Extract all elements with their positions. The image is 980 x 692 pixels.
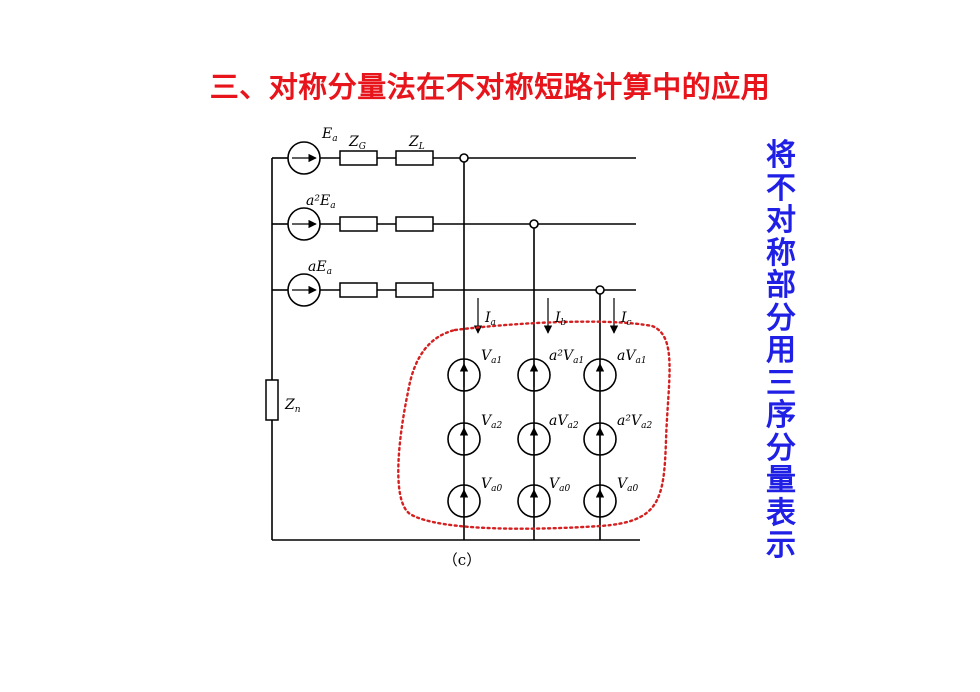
- label-va1-c: aVa1: [617, 348, 647, 366]
- zn-resistor: [265, 379, 279, 421]
- zl-resistor: [395, 150, 434, 166]
- zg-resistor: [339, 150, 378, 166]
- label-va2-b: aVa2: [549, 413, 579, 431]
- node-c: [595, 285, 605, 295]
- zg-resistor-c: [339, 282, 378, 298]
- label-ic: Ic: [620, 310, 632, 328]
- label-zn: Zn: [284, 397, 301, 415]
- source-va1-a: [447, 358, 481, 392]
- label-zg: ZG: [348, 134, 366, 152]
- label-va0-a: Va0: [481, 476, 502, 494]
- unsymmetric-boundary: [397, 320, 671, 530]
- source-va0-c: [583, 484, 617, 518]
- label-va1-b: a²Va1: [549, 348, 584, 366]
- zl-resistor-b: [395, 216, 434, 232]
- sequence-sources: [447, 358, 617, 518]
- side-note: 将不对称部分用三序分量表示: [766, 138, 796, 563]
- source-va2-b: [517, 422, 551, 456]
- figure-caption: （c）: [443, 551, 481, 569]
- source-va1-c: [583, 358, 617, 392]
- source-va0-b: [517, 484, 551, 518]
- label-va2-a: Va2: [481, 413, 502, 431]
- label-ia: Ia: [484, 310, 496, 328]
- label-va0-b: Va0: [549, 476, 570, 494]
- source-va0-a: [447, 484, 481, 518]
- label-va0-c: Va0: [617, 476, 638, 494]
- label-zl: ZL: [408, 134, 425, 152]
- zg-resistor-b: [339, 216, 378, 232]
- label-a2ea: a²Ea: [306, 193, 336, 211]
- node-a: [459, 153, 469, 163]
- slide-title: 三、对称分量法在不对称短路计算中的应用: [209, 70, 771, 104]
- source-va2-c: [583, 422, 617, 456]
- label-ea: Ea: [321, 126, 338, 144]
- label-va1-a: Va1: [481, 348, 502, 366]
- node-b: [529, 219, 539, 229]
- source-va2-a: [447, 422, 481, 456]
- label-ib: Ib: [554, 310, 567, 328]
- label-va2-c: a²Va2: [617, 413, 652, 431]
- source-va1-b: [517, 358, 551, 392]
- zl-resistor-c: [395, 282, 434, 298]
- label-aea: aEa: [308, 259, 332, 277]
